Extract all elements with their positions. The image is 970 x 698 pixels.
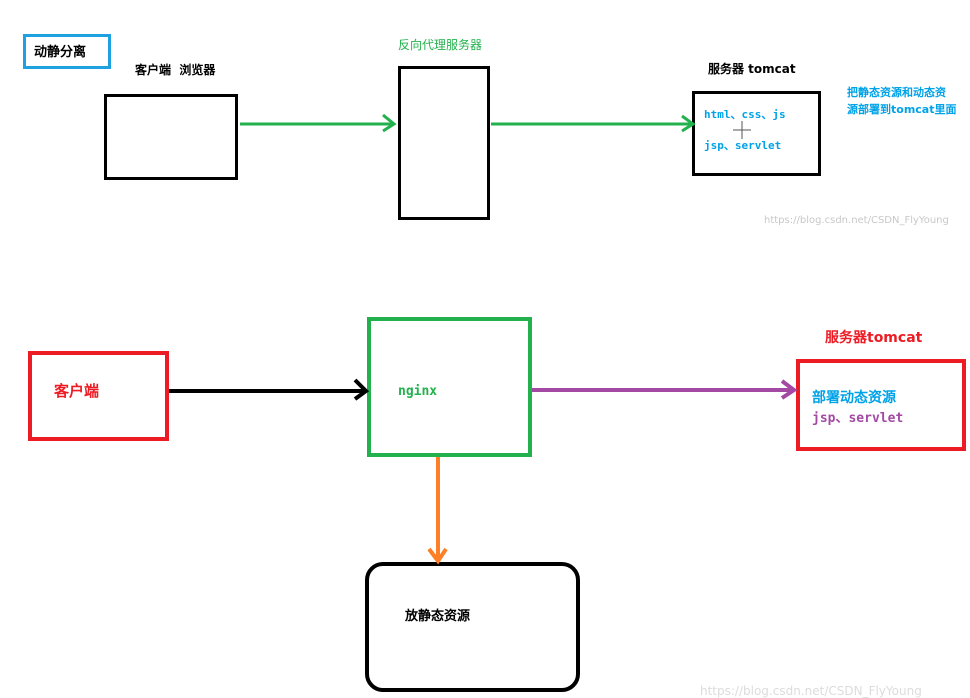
bottom-server-line-2: jsp、servlet	[812, 411, 904, 426]
server-box	[692, 91, 821, 176]
server-label: 服务器 tomcat	[708, 62, 796, 76]
arrow-nginx-to-static	[427, 457, 448, 565]
static-box-text: 放静态资源	[405, 609, 471, 624]
title-text: 动静分离	[34, 45, 87, 60]
arrow-client-to-nginx	[169, 378, 370, 401]
title-box	[23, 34, 111, 69]
client-box	[104, 94, 238, 180]
arrow-nginx-to-tomcat	[532, 379, 798, 400]
bottom-server-line-1: 部署动态资源	[812, 390, 896, 406]
server-dynamic-text: jsp、servlet	[704, 139, 782, 152]
proxy-label: 反向代理服务器	[398, 38, 483, 52]
static-box	[365, 562, 580, 692]
watermark-top: https://blog.csdn.net/CSDN_FlyYoung	[764, 215, 949, 226]
note-line-2: 源部署到tomcat里面	[847, 103, 957, 116]
arrow-proxy-to-server	[491, 114, 696, 133]
arrow-client-to-proxy	[240, 113, 397, 133]
nginx-text: nginx	[398, 384, 438, 399]
bottom-server-label: 服务器tomcat	[825, 330, 923, 346]
bottom-client-text: 客户端	[54, 382, 100, 400]
client-label: 客户端 浏览器	[135, 63, 216, 77]
bottom-server-box	[796, 359, 966, 451]
bottom-client-box	[28, 351, 169, 441]
crosshair-cursor-icon	[733, 121, 751, 139]
nginx-box	[367, 317, 532, 457]
proxy-box	[398, 66, 490, 220]
note-line-1: 把静态资源和动态资	[847, 86, 946, 99]
server-static-text: html、css、js	[704, 108, 786, 121]
